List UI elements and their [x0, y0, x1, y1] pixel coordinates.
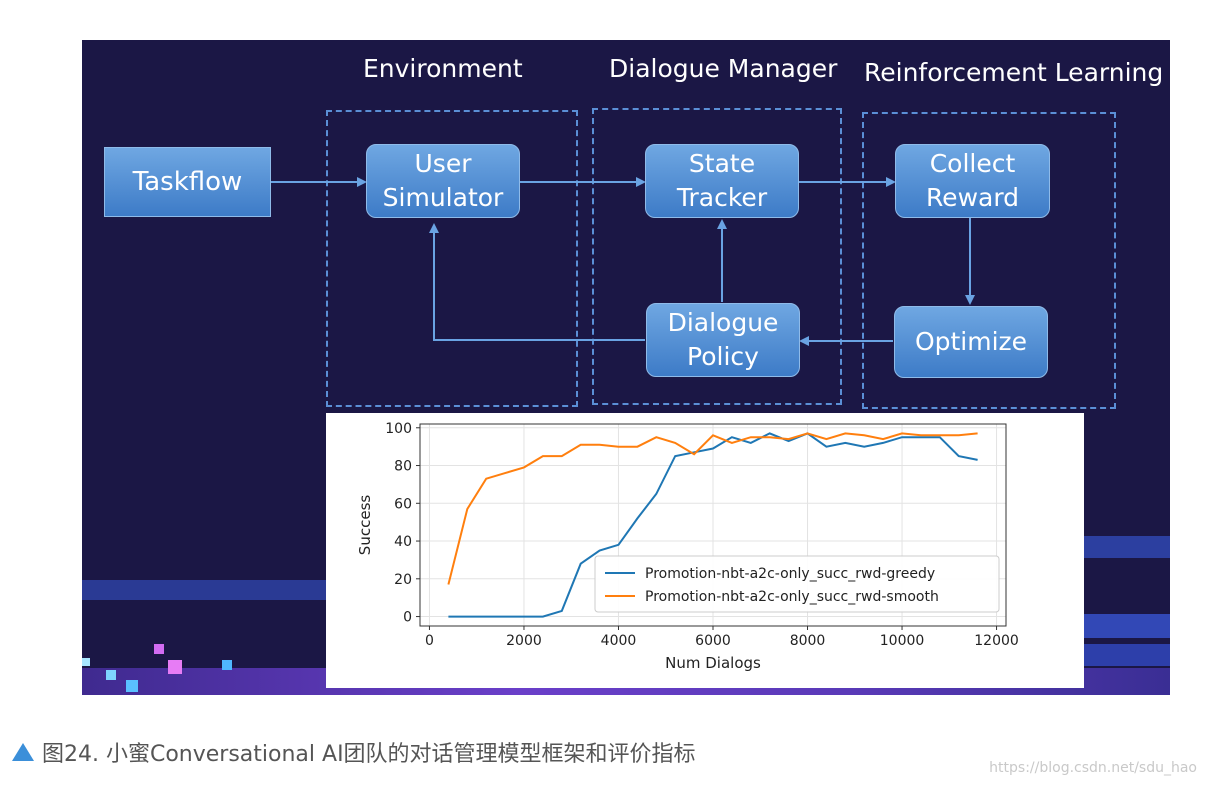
- node-collect-reward: Collect Reward: [895, 144, 1050, 218]
- node-user-simulator: User Simulator: [366, 144, 520, 218]
- legend-label: Promotion-nbt-a2c-only_succ_rwd-greedy: [645, 566, 935, 582]
- decorative-pixel: [168, 660, 182, 674]
- node-state-tracker: State Tracker: [645, 144, 799, 218]
- x-tick-label: 2000: [506, 633, 542, 649]
- y-axis-label: Success: [356, 495, 374, 556]
- legend-label: Promotion-nbt-a2c-only_succ_rwd-smooth: [645, 589, 939, 605]
- arrow-dialogue-policy-to-user-simulator: [429, 223, 645, 341]
- triangle-icon: [12, 743, 34, 761]
- y-tick-label: 100: [385, 421, 412, 437]
- decorative-stripe: [1084, 536, 1170, 558]
- watermark: https://blog.csdn.net/sdu_hao: [989, 760, 1197, 776]
- x-tick-label: 4000: [601, 633, 637, 649]
- x-tick-label: 8000: [790, 633, 826, 649]
- legend-box: [594, 555, 1000, 613]
- flow-arrows: [271, 177, 975, 346]
- series-line-1: [448, 432, 978, 618]
- decorative-pixel: [126, 680, 138, 692]
- x-tick-label: 12000: [974, 633, 1019, 649]
- decorative-stripe: [82, 580, 326, 600]
- success-chart: 0 2000 4000 6000 8000 10000 12000 0 20 40 60 80 100N…: [356, 421, 1019, 672]
- decorative-stripe: [1084, 614, 1170, 638]
- figure-caption: 图24. 小蜜Conversational AI团队的对话管理模型框架和评价指标: [12, 737, 696, 767]
- decorative-stripe: [1084, 644, 1170, 666]
- section-title-reinforcement-learning: Reinforcement Learning: [864, 58, 1164, 87]
- x-tick-label: 10000: [880, 633, 925, 649]
- y-tick-label: 60: [394, 496, 412, 512]
- node-taskflow: Taskflow: [104, 147, 271, 217]
- reinforcement-learning-group-box: [862, 112, 1116, 409]
- decorative-pixel: [154, 644, 164, 654]
- dialogue-manager-group-box: [592, 108, 842, 405]
- x-tick-label: 0: [425, 633, 434, 649]
- decorative-pixel: [82, 658, 90, 666]
- caption-text: 图24. 小蜜Conversational AI团队的对话管理模型框架和评价指标: [42, 742, 696, 767]
- x-tick-label: 6000: [695, 633, 731, 649]
- x-axis-label: Num Dialogs: [665, 654, 761, 672]
- section-title-environment: Environment: [363, 54, 523, 83]
- slide-background: Environment Dialogue Manager Reinforceme…: [82, 40, 1170, 695]
- y-tick-label: 40: [394, 534, 412, 550]
- y-tick-label: 20: [394, 572, 412, 588]
- decorative-pixel: [106, 670, 116, 680]
- node-dialogue-policy: Dialogue Policy: [646, 303, 800, 377]
- section-title-dialogue-manager: Dialogue Manager: [609, 54, 838, 83]
- series-line-2: [447, 432, 978, 585]
- y-tick-label: 0: [403, 610, 412, 626]
- environment-group-box: [326, 110, 578, 407]
- decorative-pixel: [222, 660, 232, 670]
- node-optimize: Optimize: [894, 306, 1048, 378]
- y-tick-label: 80: [394, 459, 412, 475]
